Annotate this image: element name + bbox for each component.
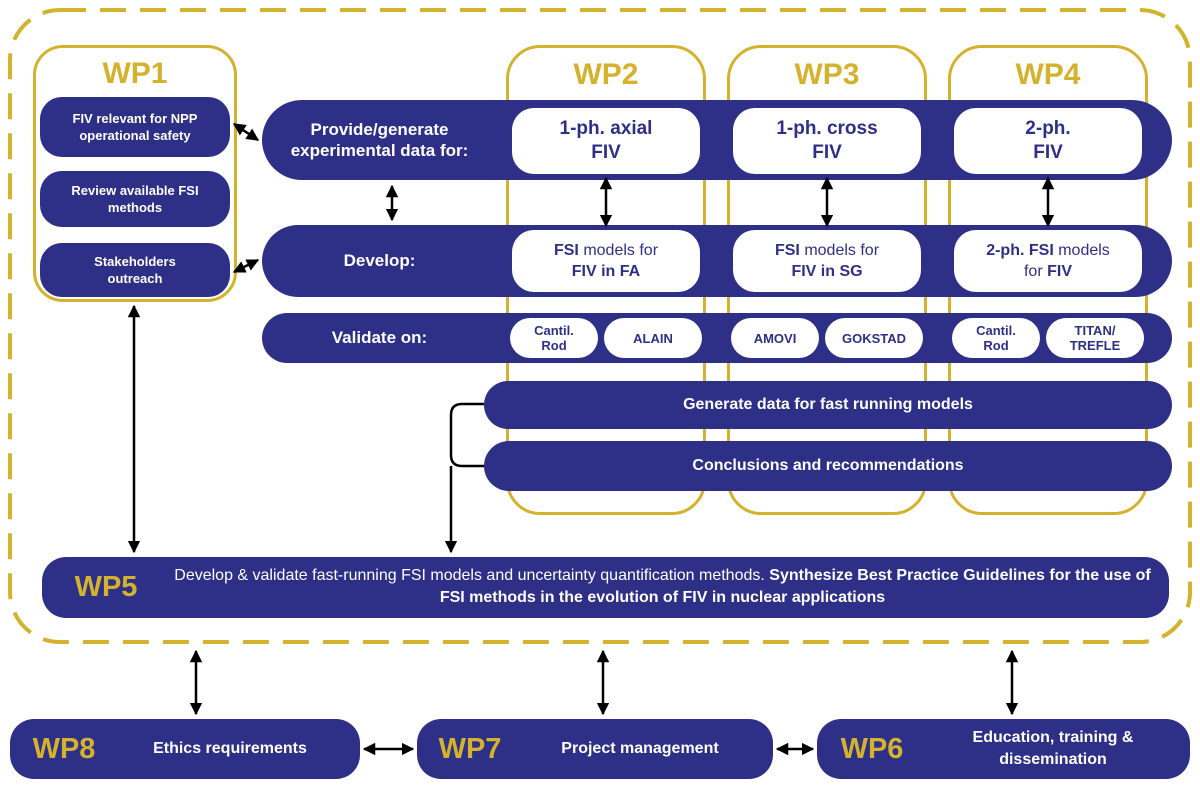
arrow-wp1-to-provide [232, 122, 260, 142]
wp2-experiment-box: 1-ph. axial FIV [512, 108, 700, 174]
wp5-description-bold: Synthesize Best Practice Guidelines for … [439, 567, 1151, 606]
wp4-model-fiv: FIV [1047, 263, 1072, 280]
wp5-description: Develop & validate fast-running FSI mode… [170, 565, 1155, 613]
wp1-item-stakeholders: Stakeholders outreach [40, 243, 230, 297]
wp3-model-line2: FIV in SG [791, 263, 863, 280]
wp3-experiment-box: 1-ph. cross FIV [733, 108, 921, 174]
wp8-title: WP8 [32, 732, 96, 765]
wp6-label: Education, training & dissemination [972, 729, 1134, 768]
wp2-model-box: FSI models for FIV in FA [512, 230, 700, 292]
connector-generate-conclusions [449, 402, 484, 468]
wp6-bar [817, 719, 1190, 779]
develop-row-label: Develop: [343, 251, 416, 270]
conclusions-bar: Conclusions and recommendations [484, 441, 1172, 491]
wp4-model-box: 2-ph. FSI models for FIV [954, 230, 1142, 292]
wp3-model-box: FSI models for FIV in SG [733, 230, 921, 292]
wp3-validation-gokstad: GOKSTAD [825, 318, 923, 358]
wp8-bar [10, 719, 360, 779]
wp2-title: WP2 [573, 58, 639, 91]
wp2-model-line2: FIV in FA [571, 263, 641, 280]
wp4-title: WP4 [1015, 58, 1081, 91]
wp7-bar [417, 719, 773, 779]
wp6-title: WP6 [840, 732, 904, 765]
wp3-model-fsi: FSI [774, 242, 800, 259]
wp2-validation-alain: ALAIN [604, 318, 702, 358]
wp4-model-fsi: 2-ph. FSI [986, 242, 1054, 259]
wp2-model-for: models for [578, 242, 659, 259]
wp3-validation-amovi: AMOVI [731, 318, 819, 358]
wp4-model-for: for [1023, 263, 1048, 280]
wp2-model-line1: FSI models for [554, 240, 658, 261]
wp3-model-line1: FSI models for [775, 240, 879, 261]
wp3-model-for: models for [799, 242, 880, 259]
wp3-title: WP3 [794, 58, 860, 91]
wp1-frame [33, 45, 237, 302]
wp4-model-line2: for FIV [1024, 261, 1072, 282]
wp1-title: WP1 [102, 57, 168, 90]
arrow-wp1-to-develop [232, 258, 260, 274]
wp1-item-review-fsi: Review available FSI methods [40, 171, 230, 227]
wp4-experiment-box: 2-ph. FIV [954, 108, 1142, 174]
wp4-validation-cantil-rod: Cantil. Rod [952, 318, 1040, 358]
wp1-item-fiv-relevant: FIV relevant for NPP operational safety [40, 97, 230, 157]
provide-row-label: Provide/generate experimental data for: [290, 120, 469, 160]
wp8-label: Ethics requirements [153, 740, 307, 757]
wp4-validation-titan-trefle: TITAN/ TREFLE [1046, 318, 1144, 358]
wp7-title: WP7 [438, 732, 502, 765]
wp5-title: WP5 [74, 570, 138, 603]
wp4-model-models: models [1053, 242, 1110, 259]
wp2-validation-cantil-rod: Cantil. Rod [510, 318, 598, 358]
generate-data-bar: Generate data for fast running models [484, 381, 1172, 429]
wp5-bar [42, 557, 1169, 618]
wp2-model-fsi: FSI [553, 242, 579, 259]
wp7-label: Project management [561, 740, 719, 757]
validate-row-label: Validate on: [331, 328, 428, 347]
wp5-description-plain: Develop & validate fast-running FSI mode… [174, 567, 770, 584]
wp4-model-line1: 2-ph. FSI models [986, 240, 1110, 261]
